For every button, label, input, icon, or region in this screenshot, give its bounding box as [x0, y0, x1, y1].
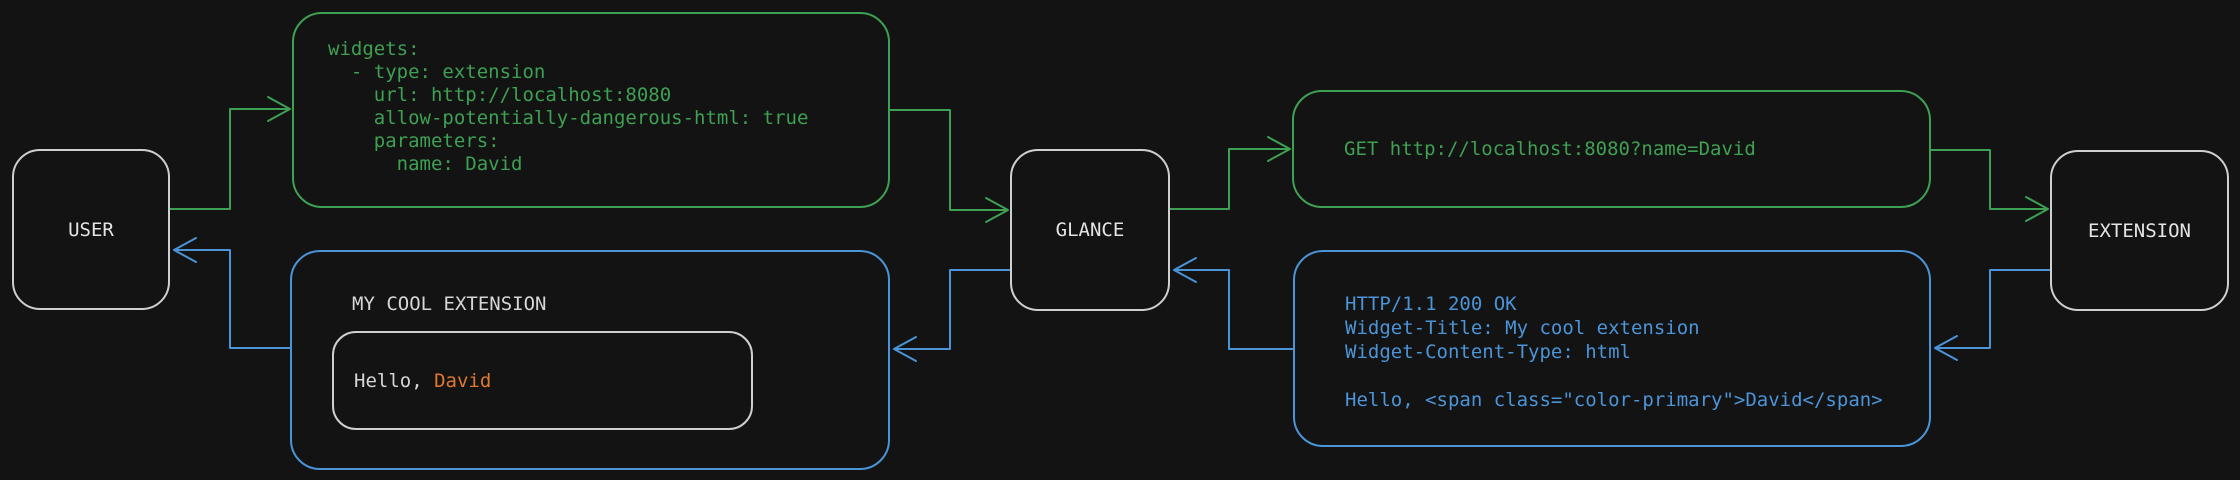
node-glance-label: GLANCE [1055, 219, 1125, 241]
response-line: Hello, <span class="color-primary">David… [1345, 389, 1883, 411]
rendered-widget-box: MY COOL EXTENSION Hello, David [290, 250, 890, 470]
config-line: parameters: [328, 130, 500, 152]
response-line: HTTP/1.1 200 OK [1345, 293, 1517, 315]
greeting-prefix: Hello, [354, 369, 435, 392]
config-line: allow-potentially-dangerous-html: true [328, 107, 809, 129]
arrow-glance-to-widget [893, 269, 1011, 362]
node-user: USER [12, 149, 170, 310]
response-line: Widget-Title: My cool extension [1345, 317, 1700, 339]
node-extension-label: EXTENSION [2088, 219, 2191, 242]
arrow-request-to-extension [1930, 149, 2049, 222]
arrow-config-to-glance [889, 109, 1009, 223]
arrow-user-to-config [169, 96, 291, 210]
config-line: - type: extension [328, 61, 546, 83]
node-user-label: USER [68, 218, 114, 241]
config-yaml-box: widgets: - type: extension url: http://l… [292, 12, 890, 208]
arrow-extension-to-response [1934, 269, 2051, 361]
response-line [1345, 364, 1929, 388]
greeting-name: David [434, 369, 492, 392]
widget-greeting-box: Hello, David [332, 331, 753, 430]
request-line: GET http://localhost:8080?name=David [1344, 137, 1756, 160]
http-response-box: HTTP/1.1 200 OK Widget-Title: My cool ex… [1293, 250, 1931, 447]
config-line: url: http://localhost:8080 [328, 84, 672, 106]
response-line: Widget-Content-Type: html [1345, 341, 1631, 363]
arrow-glance-to-request [1169, 136, 1291, 210]
arrow-response-to-glance [1173, 257, 1294, 350]
node-glance: GLANCE [1010, 149, 1170, 311]
http-request-box: GET http://localhost:8080?name=David [1292, 90, 1931, 208]
node-extension: EXTENSION [2050, 150, 2229, 311]
widget-title: MY COOL EXTENSION [352, 293, 547, 315]
config-line: name: David [328, 153, 523, 175]
arrow-widget-to-user [173, 237, 291, 349]
config-line: widgets: [328, 38, 420, 60]
